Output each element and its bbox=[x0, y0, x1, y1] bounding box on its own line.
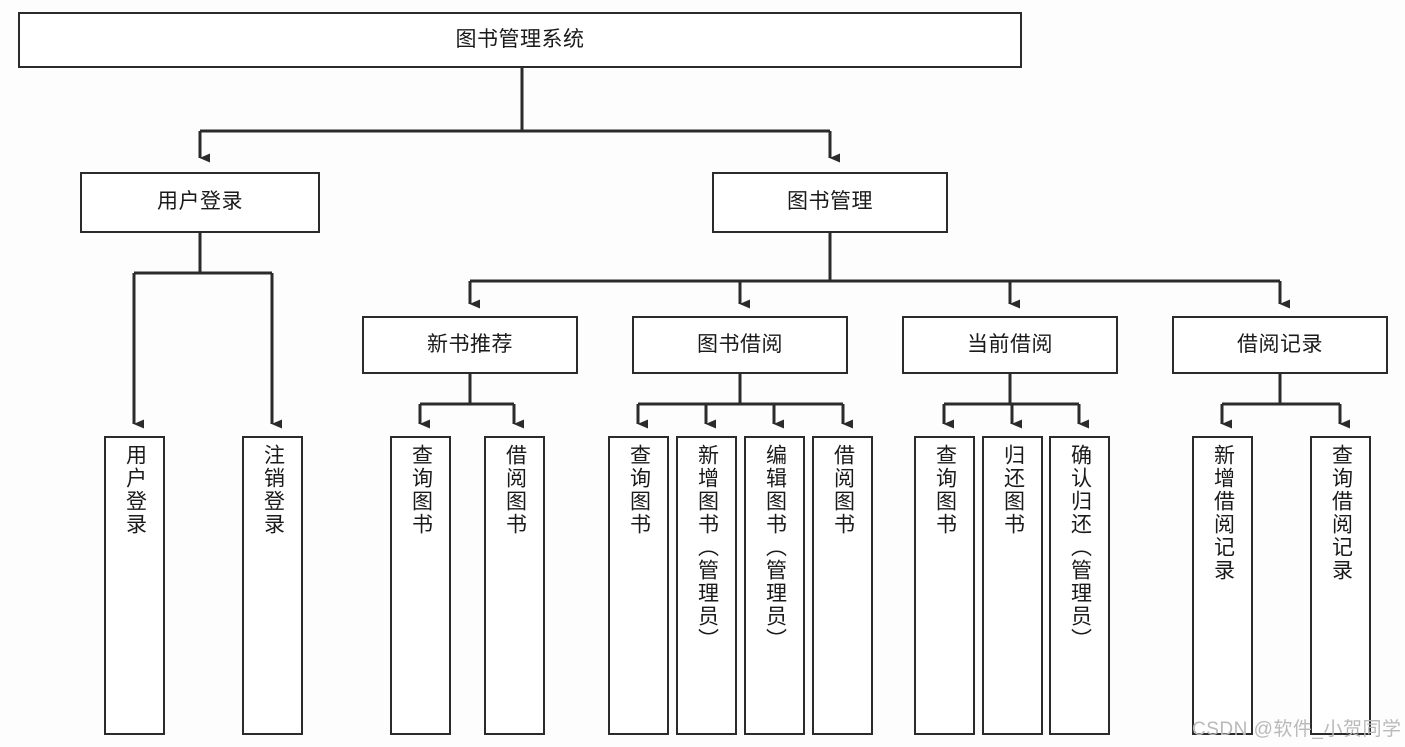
node-leaf-borrow-book-2-label: 借阅图书 bbox=[831, 444, 855, 536]
node-leaf-query-book-3-label: 查询图书 bbox=[933, 444, 957, 536]
node-leaf-borrow-book-1[interactable]: 借阅图书 bbox=[484, 436, 545, 735]
node-new-book-rec[interactable]: 新书推荐 bbox=[362, 316, 578, 374]
node-leaf-borrow-book-1-label: 借阅图书 bbox=[503, 444, 527, 536]
node-book-manage-label: 图书管理 bbox=[787, 190, 873, 214]
node-current-borrow[interactable]: 当前借阅 bbox=[902, 316, 1118, 374]
node-new-book-rec-label: 新书推荐 bbox=[427, 332, 513, 356]
node-leaf-add-record-label: 新增借阅记录 bbox=[1211, 444, 1235, 582]
node-leaf-confirm-return[interactable]: 确认归还（管理员） bbox=[1049, 436, 1110, 735]
node-leaf-add-record[interactable]: 新增借阅记录 bbox=[1192, 436, 1253, 735]
node-leaf-logout[interactable]: 注销登录 bbox=[242, 436, 303, 735]
node-leaf-query-record[interactable]: 查询借阅记录 bbox=[1310, 436, 1371, 735]
node-leaf-confirm-return-label: 确认归还（管理员） bbox=[1068, 444, 1092, 651]
node-leaf-query-book-1[interactable]: 查询图书 bbox=[390, 436, 451, 735]
node-leaf-borrow-book-2[interactable]: 借阅图书 bbox=[812, 436, 873, 735]
node-book-manage[interactable]: 图书管理 bbox=[712, 172, 948, 233]
node-user-login[interactable]: 用户登录 bbox=[80, 172, 320, 233]
node-leaf-query-book-2-label: 查询图书 bbox=[627, 444, 651, 536]
node-leaf-add-book-label: 新增图书（管理员） bbox=[695, 444, 719, 651]
node-leaf-query-book-2[interactable]: 查询图书 bbox=[608, 436, 669, 735]
node-leaf-query-book-3[interactable]: 查询图书 bbox=[914, 436, 975, 735]
node-book-borrow-label: 图书借阅 bbox=[697, 332, 783, 356]
node-leaf-return-book-label: 归还图书 bbox=[1001, 444, 1025, 536]
node-book-borrow[interactable]: 图书借阅 bbox=[632, 316, 848, 374]
node-leaf-add-book[interactable]: 新增图书（管理员） bbox=[676, 436, 737, 735]
node-borrow-record-label: 借阅记录 bbox=[1237, 332, 1323, 356]
node-current-borrow-label: 当前借阅 bbox=[967, 332, 1053, 356]
node-leaf-return-book[interactable]: 归还图书 bbox=[982, 436, 1043, 735]
node-user-login-label: 用户登录 bbox=[157, 190, 243, 214]
node-leaf-user-login[interactable]: 用户登录 bbox=[104, 436, 165, 735]
csdn-watermark: CSDN @软件_小贺同学 bbox=[1192, 719, 1402, 740]
node-leaf-user-login-label: 用户登录 bbox=[123, 444, 147, 536]
node-leaf-query-book-1-label: 查询图书 bbox=[409, 444, 433, 536]
node-root-label: 图书管理系统 bbox=[455, 27, 585, 51]
node-borrow-record[interactable]: 借阅记录 bbox=[1172, 316, 1388, 374]
node-leaf-edit-book[interactable]: 编辑图书（管理员） bbox=[744, 436, 805, 735]
node-leaf-logout-label: 注销登录 bbox=[261, 444, 285, 536]
node-leaf-edit-book-label: 编辑图书（管理员） bbox=[763, 444, 787, 651]
node-root[interactable]: 图书管理系统 bbox=[18, 12, 1022, 68]
node-leaf-query-record-label: 查询借阅记录 bbox=[1329, 444, 1353, 582]
